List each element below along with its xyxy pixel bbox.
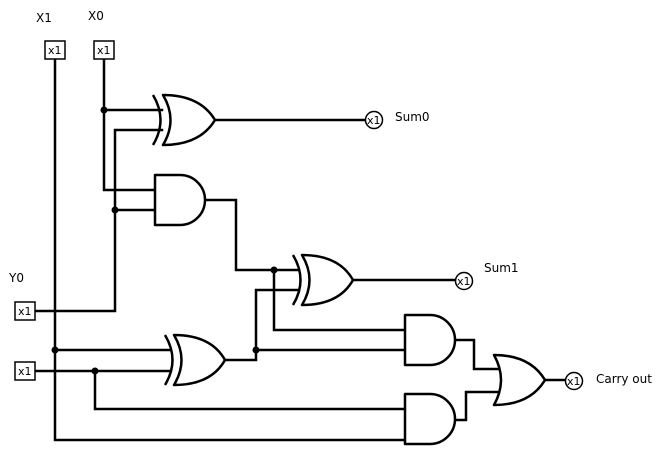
and-gate-2	[403, 313, 457, 367]
output-probe-carry[interactable]: x1 Carry out	[564, 371, 653, 391]
output-label-sum1: Sum1	[484, 261, 519, 275]
wire-xor2-out	[223, 288, 301, 362]
input-pin-text-x0: x1	[97, 44, 111, 57]
or-gate-carry	[492, 353, 547, 407]
probe-text-carry: x1	[567, 375, 581, 388]
xor-gate-2	[163, 333, 227, 387]
probe-circle-carry[interactable]	[564, 371, 584, 391]
output-label-carry: Carry out	[596, 372, 652, 386]
input-pin-text-y0: x1	[18, 305, 32, 318]
junction-dot	[252, 346, 260, 354]
wire-x1-bus	[53, 57, 407, 442]
input-pin-box-x1[interactable]	[44, 40, 66, 60]
wire-and3-to-or	[453, 390, 502, 422]
probe-text-sum1: x1	[457, 275, 471, 288]
input-pin-box-y1[interactable]	[14, 361, 36, 381]
and-gate-1	[153, 173, 207, 227]
junction-dot	[100, 106, 108, 114]
output-probe-sum1[interactable]: x1 Sum1	[454, 261, 519, 291]
input-pin-box-y0[interactable]	[14, 301, 36, 321]
input-pin-x0[interactable]: X0 x1	[88, 9, 115, 60]
xor-gate-sum0	[151, 93, 217, 147]
junction-dot	[91, 367, 99, 375]
xor-gate-sum1	[291, 253, 355, 307]
probe-circle-sum0[interactable]	[364, 110, 384, 130]
input-label-x1: X1	[36, 11, 52, 25]
wire-and1-out	[203, 198, 301, 272]
input-pin-y1[interactable]: x1	[14, 361, 36, 381]
probe-text-sum0: x1	[367, 114, 381, 127]
wire-y0	[32, 128, 164, 313]
wire-x0-bus	[102, 57, 157, 192]
output-probe-sum0[interactable]: x1 Sum0	[364, 110, 430, 130]
wire-y1-to-and3	[93, 369, 407, 411]
junction-dot	[51, 346, 59, 354]
input-pin-box-x0[interactable]	[93, 40, 115, 60]
and-gate-3	[403, 392, 457, 446]
input-label-y0: Y0	[8, 271, 24, 285]
output-label-sum0: Sum0	[395, 110, 430, 124]
input-pin-y0[interactable]: Y0 x1	[8, 271, 36, 321]
wire-and2-to-or	[453, 338, 502, 371]
wires	[32, 57, 568, 442]
input-label-x0: X0	[88, 9, 104, 23]
probe-circle-sum1[interactable]	[454, 271, 474, 291]
junction-dot	[270, 266, 278, 274]
input-pin-text-x1: x1	[48, 44, 62, 57]
input-pin-x1[interactable]: X1 x1	[36, 11, 66, 60]
junctions	[51, 106, 278, 375]
junction-dot	[111, 206, 119, 214]
input-pin-text-y1: x1	[18, 365, 32, 378]
